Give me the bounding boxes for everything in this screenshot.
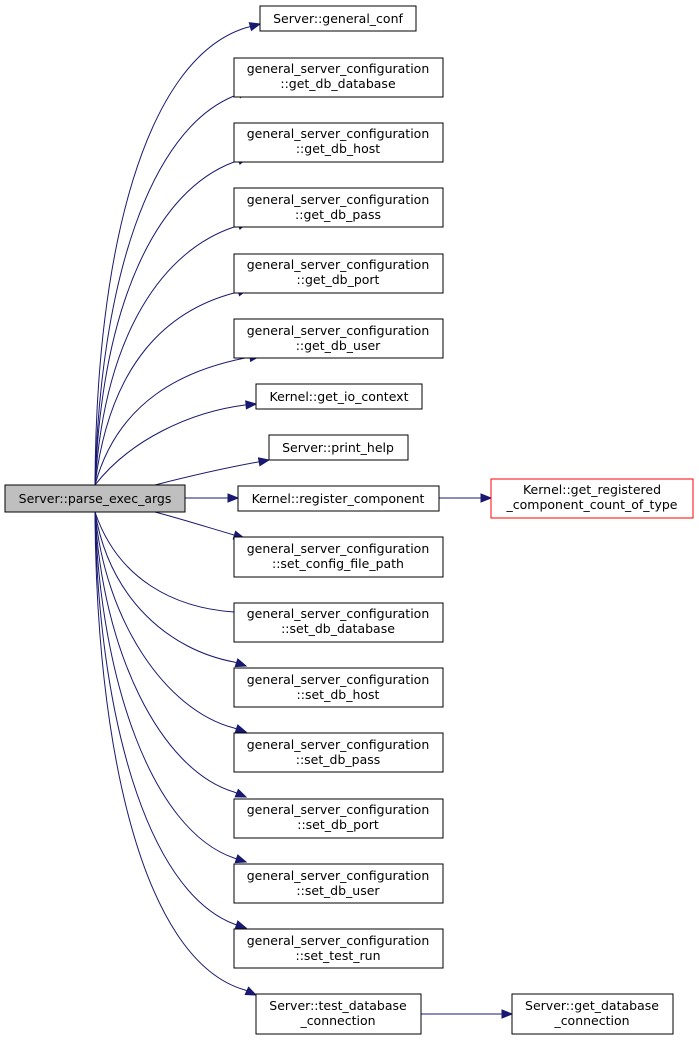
node-get-registered-component-count-of-type[interactable]: Kernel::get_registered _component_count_…	[490, 478, 694, 519]
node-get-database-connection[interactable]: Server::get_database _connection	[511, 993, 674, 1035]
edge-root-to-set-db-database	[94, 511, 235, 613]
node-print-help-label: Server::print_help	[282, 440, 394, 455]
edge-root-to-get-db-user	[94, 357, 246, 486]
edge-root-to-print-help	[154, 461, 259, 486]
node-set-config-file-path[interactable]: general_server_configuration ::set_confi…	[233, 536, 444, 578]
edge-root-to-set-db-user	[94, 511, 235, 859]
node-get-db-database-label-2: ::get_db_database	[280, 76, 396, 91]
node-get-db-host-label-2: ::get_db_host	[296, 141, 380, 156]
node-get-db-host[interactable]: general_server_configuration ::get_db_ho…	[233, 122, 444, 163]
edge-root-to-test-database-connection	[94, 511, 246, 991]
node-set-config-file-path-label-2: ::set_config_file_path	[272, 556, 404, 571]
node-get-io-context-label: Kernel::get_io_context	[270, 389, 409, 404]
arrowhead-test-database-connection	[244, 986, 258, 996]
node-set-test-run-label-1: general_server_configuration	[247, 933, 430, 948]
node-set-db-host-label-2: ::set_db_host	[297, 687, 380, 702]
edge-root-to-set-db-port	[94, 511, 235, 793]
edge-root-to-get-db-pass	[94, 226, 235, 486]
node-set-db-host[interactable]: general_server_configuration ::set_db_ho…	[233, 667, 444, 708]
node-get-db-port[interactable]: general_server_configuration ::get_db_po…	[233, 253, 444, 294]
node-get-db-user[interactable]: general_server_configuration ::get_db_us…	[233, 318, 444, 359]
node-register-component[interactable]: Kernel::register_component	[237, 485, 440, 512]
node-set-db-database-label-1: general_server_configuration	[247, 606, 430, 621]
edge-root-to-set-test-run	[94, 511, 235, 925]
node-get-db-database[interactable]: general_server_configuration ::get_db_da…	[233, 57, 444, 98]
node-print-help[interactable]: Server::print_help	[268, 434, 409, 461]
edge-root-to-get-db-host	[94, 161, 235, 486]
edge-root-to-get-io-context	[94, 404, 246, 486]
node-root[interactable]: Server::parse_exec_args	[4, 484, 186, 513]
node-set-config-file-path-label-1: general_server_configuration	[247, 541, 430, 556]
edge-root-to-get-db-database	[94, 95, 235, 486]
node-set-db-database[interactable]: general_server_configuration ::set_db_da…	[233, 602, 444, 643]
node-set-db-port-label-1: general_server_configuration	[247, 802, 430, 817]
node-root-label: Server::parse_exec_args	[19, 491, 172, 506]
node-register-component-label: Kernel::register_component	[252, 491, 425, 506]
node-get-db-user-label-2: ::get_db_user	[296, 338, 381, 353]
edge-root-to-set-db-host	[94, 511, 235, 663]
node-set-db-host-label-1: general_server_configuration	[247, 672, 430, 687]
node-get-io-context[interactable]: Kernel::get_io_context	[255, 383, 423, 410]
node-get-db-user-label-1: general_server_configuration	[247, 323, 430, 338]
arrowhead-general-conf	[248, 22, 262, 32]
node-test-database-connection-label-1: Server::test_database	[269, 998, 407, 1013]
arrowhead-register-component	[227, 493, 240, 503]
node-set-db-port[interactable]: general_server_configuration ::set_db_po…	[233, 798, 444, 839]
node-get-db-pass[interactable]: general_server_configuration ::get_db_pa…	[233, 187, 444, 228]
node-get-db-port-label-1: general_server_configuration	[247, 257, 430, 272]
arrowhead-set-db-user	[234, 854, 248, 864]
node-set-db-port-label-2: ::set_db_port	[297, 817, 379, 832]
node-get-db-pass-label-1: general_server_configuration	[247, 192, 430, 207]
node-set-db-pass[interactable]: general_server_configuration ::set_db_pa…	[233, 732, 444, 773]
node-get-db-host-label-1: general_server_configuration	[247, 126, 430, 141]
node-get-db-database-label-1: general_server_configuration	[247, 61, 430, 76]
node-test-database-connection-label-2: _connection	[299, 1013, 375, 1028]
arrowhead-get-io-context	[245, 400, 258, 410]
node-set-db-user-label-1: general_server_configuration	[247, 868, 430, 883]
node-test-database-connection[interactable]: Server::test_database _connection	[255, 993, 422, 1035]
edge-root-to-set-config-file-path	[154, 511, 235, 536]
arrowhead-set-test-run	[234, 920, 248, 930]
edge-root-to-get-db-port	[94, 292, 235, 486]
edge-root-to-general-conf	[94, 27, 246, 486]
node-get-db-port-label-2: ::get_db_port	[297, 272, 380, 287]
node-set-db-database-label-2: ::set_db_database	[281, 621, 395, 636]
arrowhead-get-database-connection	[501, 1009, 514, 1019]
node-get-registered-label-2: _component_count_of_type	[506, 497, 678, 512]
node-set-db-user-label-2: ::set_db_user	[296, 883, 380, 898]
node-general-conf[interactable]: Server::general_conf	[259, 5, 417, 32]
node-set-db-pass-label-1: general_server_configuration	[247, 737, 430, 752]
node-set-test-run-label-2: ::set_test_run	[295, 948, 380, 963]
arrowhead-get-registered-component-count-of-type	[480, 493, 493, 503]
node-get-db-pass-label-2: ::get_db_pass	[295, 207, 381, 222]
edge-root-to-set-db-pass	[94, 511, 235, 729]
node-set-db-user[interactable]: general_server_configuration ::set_db_us…	[233, 863, 444, 904]
node-set-test-run[interactable]: general_server_configuration ::set_test_…	[233, 928, 444, 969]
node-get-registered-label-1: Kernel::get_registered	[523, 482, 661, 497]
arrowhead-print-help	[257, 457, 271, 467]
arrowhead-set-db-pass	[234, 724, 248, 734]
arrowhead-set-db-host	[234, 658, 248, 668]
node-set-db-pass-label-2: ::set_db_pass	[296, 752, 381, 767]
arrowhead-set-db-port	[234, 788, 248, 798]
node-get-database-connection-label-1: Server::get_database	[525, 998, 659, 1013]
node-general-conf-label: Server::general_conf	[273, 11, 403, 26]
node-get-database-connection-label-2: _connection	[553, 1013, 629, 1028]
